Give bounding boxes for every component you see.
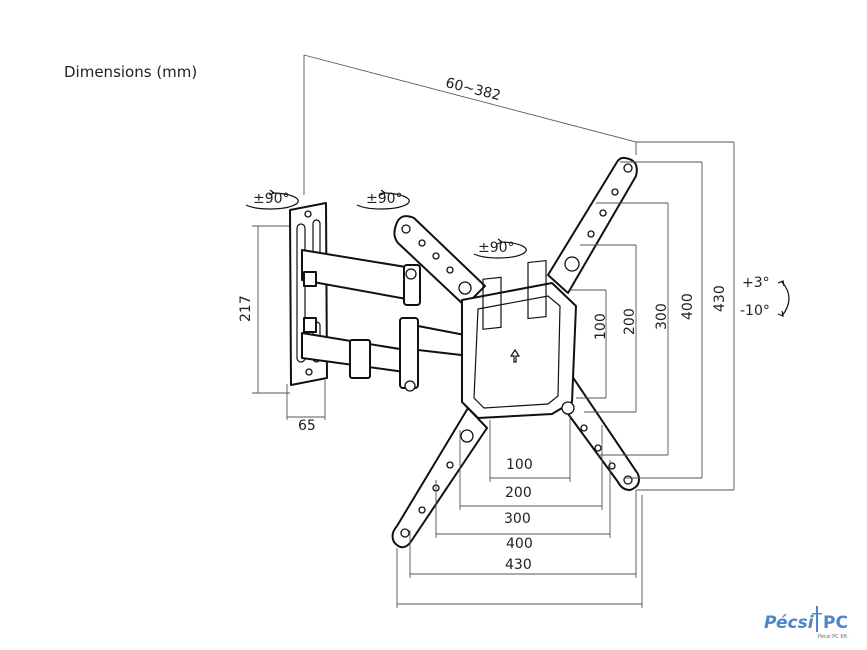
arm-extension-label: 60~382 [444,75,502,104]
arm-extension-dimension: 60~382 [303,54,637,195]
wall-plate-height-label: 217 [238,295,254,322]
svg-text:430: 430 [712,285,728,312]
svg-text:200: 200 [505,485,532,501]
svg-text:100: 100 [593,313,609,340]
logo-subtitle: Pécsi PC Kft. [818,633,849,640]
vesa-horizontal-dimensions: 100 200 300 400 430 [396,415,643,608]
pecsi-pc-logo: Pécsi PC Pécsi PC Kft. [764,606,849,640]
svg-text:±90°: ±90° [253,191,290,207]
svg-text:±90°: ±90° [366,191,403,207]
logo-text-left: Pécsi [764,613,815,633]
rotation-arm-pivot: ±90° [356,189,410,210]
vesa-vertical-dimensions: 100 200 300 400 430 [570,141,735,491]
tilt-up-label: +3° [742,275,770,291]
tilt-indicator: +3° -10° [740,275,790,319]
svg-text:±90°: ±90° [478,240,515,256]
svg-text:100: 100 [506,457,533,473]
arrow-up-icon [509,348,521,363]
svg-text:300: 300 [654,303,670,330]
svg-text:200: 200 [622,308,638,335]
wall-plate-dimensions: 217 65 [238,225,326,434]
rotation-tv-swivel: ±90° [473,238,527,259]
svg-text:400: 400 [680,293,696,320]
wall-plate-width-label: 65 [298,418,316,434]
tilt-down-label: -10° [740,303,770,319]
svg-text:300: 300 [504,511,531,527]
diagram-title: Dimensions (mm) [64,63,197,81]
svg-text:400: 400 [506,536,533,552]
rotation-wall-pivot: ±90° [245,189,299,210]
logo-text-right: PC [823,613,848,633]
tv-bracket [391,156,640,549]
articulating-arms [301,249,471,392]
svg-text:430: 430 [505,557,532,573]
